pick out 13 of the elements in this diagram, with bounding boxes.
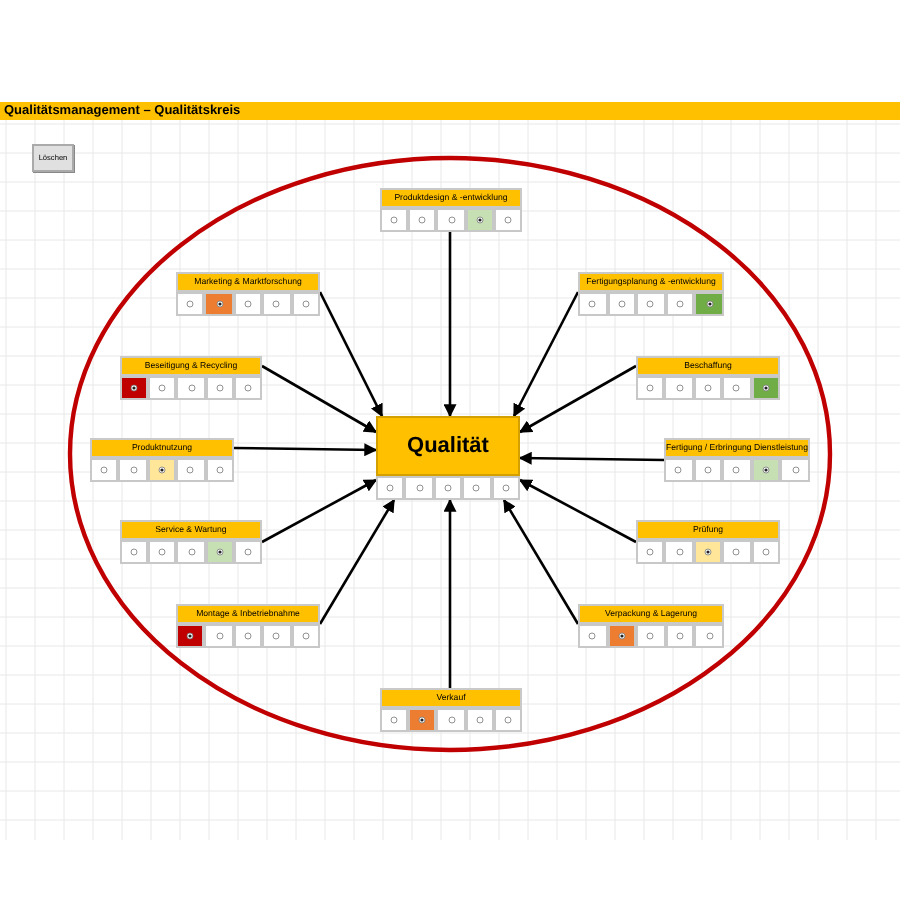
arrow bbox=[318, 498, 396, 625]
arrow bbox=[261, 364, 378, 434]
arrow bbox=[518, 478, 637, 544]
arrow bbox=[512, 291, 580, 418]
arrow bbox=[502, 498, 580, 625]
arrow bbox=[318, 291, 384, 418]
heading-box: Qualität bbox=[376, 416, 520, 476]
arrow bbox=[234, 443, 378, 457]
arrow bbox=[518, 451, 664, 465]
arrow bbox=[261, 478, 378, 544]
arrow bbox=[443, 498, 457, 688]
arrow bbox=[518, 364, 637, 434]
arrow bbox=[443, 230, 457, 418]
